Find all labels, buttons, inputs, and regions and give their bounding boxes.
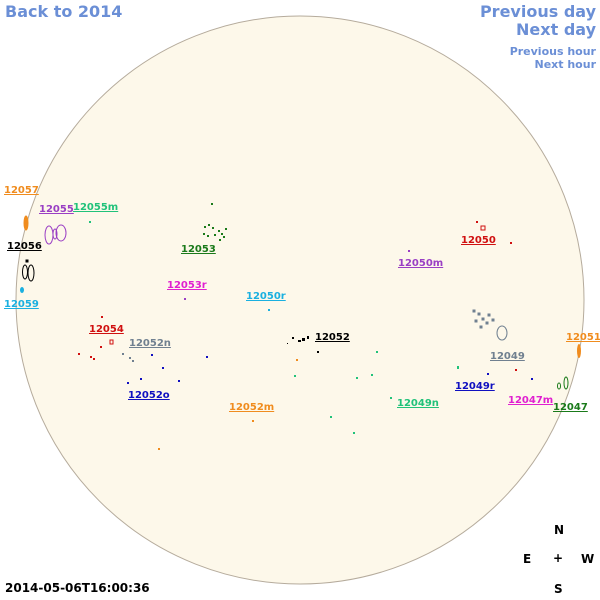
region-label-12052n[interactable]: 12052n bbox=[129, 338, 171, 349]
region-label-12059[interactable]: 12059 bbox=[4, 299, 39, 310]
region-label-12052o[interactable]: 12052o bbox=[128, 390, 170, 401]
region-label-12057[interactable]: 12057 bbox=[4, 185, 39, 196]
region-label-12050[interactable]: 12050 bbox=[461, 235, 496, 246]
region-mark-12059 bbox=[20, 287, 24, 293]
compass-north: N bbox=[554, 523, 565, 537]
region-mark-12049n bbox=[294, 351, 459, 434]
region-label-12047[interactable]: 12047 bbox=[553, 402, 588, 413]
region-label-12053[interactable]: 12053 bbox=[181, 244, 216, 255]
region-mark-12049r bbox=[487, 373, 533, 380]
region-mark-12054 bbox=[78, 316, 114, 360]
region-mark-12051 bbox=[577, 344, 581, 358]
region-mark-12055m bbox=[89, 221, 91, 223]
region-label-12052[interactable]: 12052 bbox=[315, 332, 350, 343]
region-marks bbox=[20, 203, 581, 450]
next-day-link[interactable]: Next day bbox=[516, 20, 596, 39]
region-mark-12056 bbox=[22, 259, 35, 282]
region-label-12051[interactable]: 12051 bbox=[566, 332, 600, 343]
region-label-12049n[interactable]: 12049n bbox=[397, 398, 439, 409]
region-mark-12047 bbox=[557, 376, 569, 390]
region-mark-12052o bbox=[127, 354, 208, 384]
observation-timestamp: 2014-05-06T16:00:36 bbox=[5, 581, 150, 595]
region-label-12053r[interactable]: 12053r bbox=[167, 280, 207, 291]
region-label-12049r[interactable]: 12049r bbox=[455, 381, 495, 392]
region-mark-12052 bbox=[287, 336, 319, 353]
compass-south: S bbox=[554, 582, 563, 596]
region-label-12055[interactable]: 12055 bbox=[39, 204, 74, 215]
region-mark-12050r bbox=[268, 309, 270, 311]
solar-disk bbox=[15, 15, 585, 585]
region-mark-12049 bbox=[472, 309, 508, 341]
region-label-12049[interactable]: 12049 bbox=[490, 351, 525, 362]
compass-center: + bbox=[553, 551, 564, 565]
region-mark-12053 bbox=[203, 203, 227, 241]
region-label-12056[interactable]: 12056 bbox=[7, 241, 42, 252]
region-mark-12052n bbox=[122, 353, 134, 362]
region-label-12052m[interactable]: 12052m bbox=[229, 402, 275, 413]
region-mark-12050 bbox=[476, 221, 512, 244]
region-mark-12050m bbox=[408, 250, 410, 252]
previous-hour-link[interactable]: Previous hour bbox=[509, 45, 596, 58]
region-label-12055m[interactable]: 12055m bbox=[73, 202, 119, 213]
region-mark-12052m bbox=[158, 359, 298, 450]
region-mark-12057 bbox=[23, 215, 29, 231]
compass-east: E bbox=[523, 552, 532, 566]
compass-west: W bbox=[581, 552, 595, 566]
region-label-12050r[interactable]: 12050r bbox=[246, 291, 286, 302]
region-mark-12055 bbox=[44, 224, 67, 245]
back-to-year-link[interactable]: Back to 2014 bbox=[5, 2, 123, 21]
next-hour-link[interactable]: Next hour bbox=[534, 58, 597, 71]
region-label-12050m[interactable]: 12050m bbox=[398, 258, 444, 269]
region-mark-12053r bbox=[184, 298, 186, 300]
region-mark-12047m bbox=[515, 369, 517, 371]
region-label-12047m[interactable]: 12047m bbox=[508, 395, 554, 406]
region-label-12054[interactable]: 12054 bbox=[89, 324, 124, 335]
previous-day-link[interactable]: Previous day bbox=[479, 2, 596, 21]
